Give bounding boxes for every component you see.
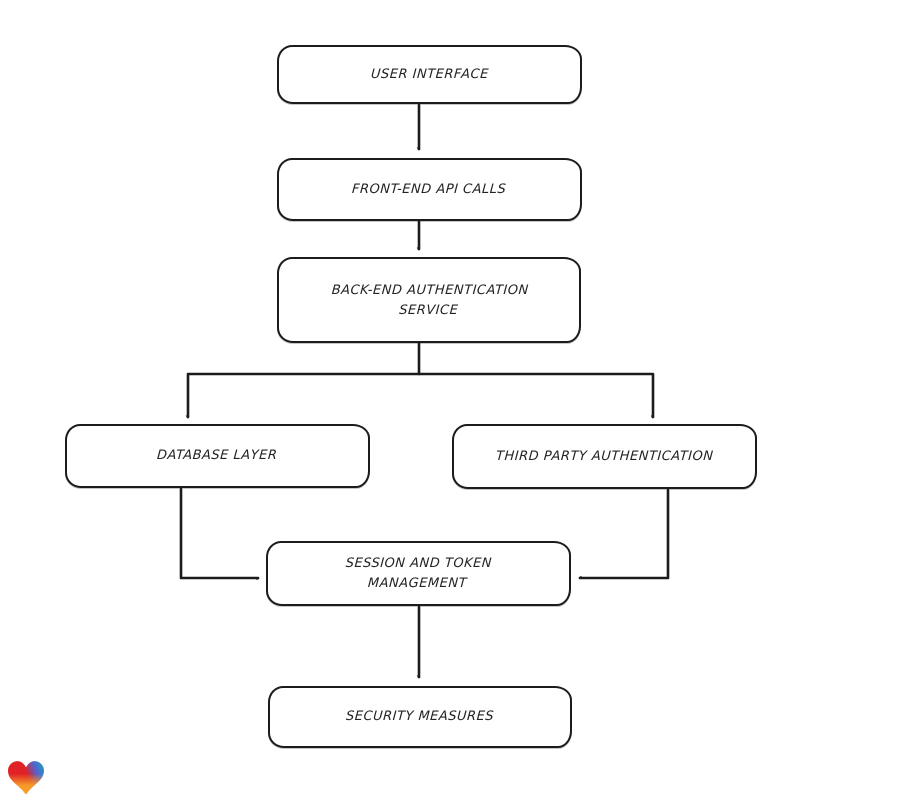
edge-backend-to-database bbox=[188, 341, 421, 419]
edge-backend-to-thirdparty bbox=[417, 372, 655, 419]
heart-shape-overlay bbox=[8, 761, 44, 795]
node-label: SESSION AND TOKEN MANAGEMENT bbox=[345, 556, 493, 591]
node-frontend-api-calls[interactable]: FRONT-END API CALLS bbox=[277, 158, 582, 221]
node-label: BACK-END AUTHENTICATION SERVICE bbox=[330, 282, 529, 318]
node-label: FRONT-END API CALLS bbox=[351, 181, 508, 197]
gradient-heart-logo-icon[interactable] bbox=[8, 761, 44, 795]
node-session-token-mgmt[interactable]: SESSION AND TOKEN MANAGEMENT bbox=[266, 541, 571, 606]
node-label: DATABASE LAYER bbox=[156, 448, 279, 464]
node-backend-auth-service[interactable]: BACK-END AUTHENTICATION SERVICE bbox=[277, 257, 581, 343]
node-third-party-auth[interactable]: THIRD PARTY AUTHENTICATION bbox=[452, 424, 757, 489]
edge-database-to-session bbox=[179, 487, 260, 578]
node-user-interface[interactable]: USER INTERFACE bbox=[277, 45, 582, 104]
node-database-layer[interactable]: DATABASE LAYER bbox=[65, 424, 370, 488]
node-label: USER INTERFACE bbox=[370, 66, 489, 82]
node-security-measures[interactable]: SECURITY MEASURES bbox=[268, 686, 572, 748]
node-label: THIRD PARTY AUTHENTICATION bbox=[495, 448, 714, 464]
node-label: SECURITY MEASURES bbox=[345, 709, 495, 725]
edge-thirdparty-to-session bbox=[578, 488, 670, 580]
